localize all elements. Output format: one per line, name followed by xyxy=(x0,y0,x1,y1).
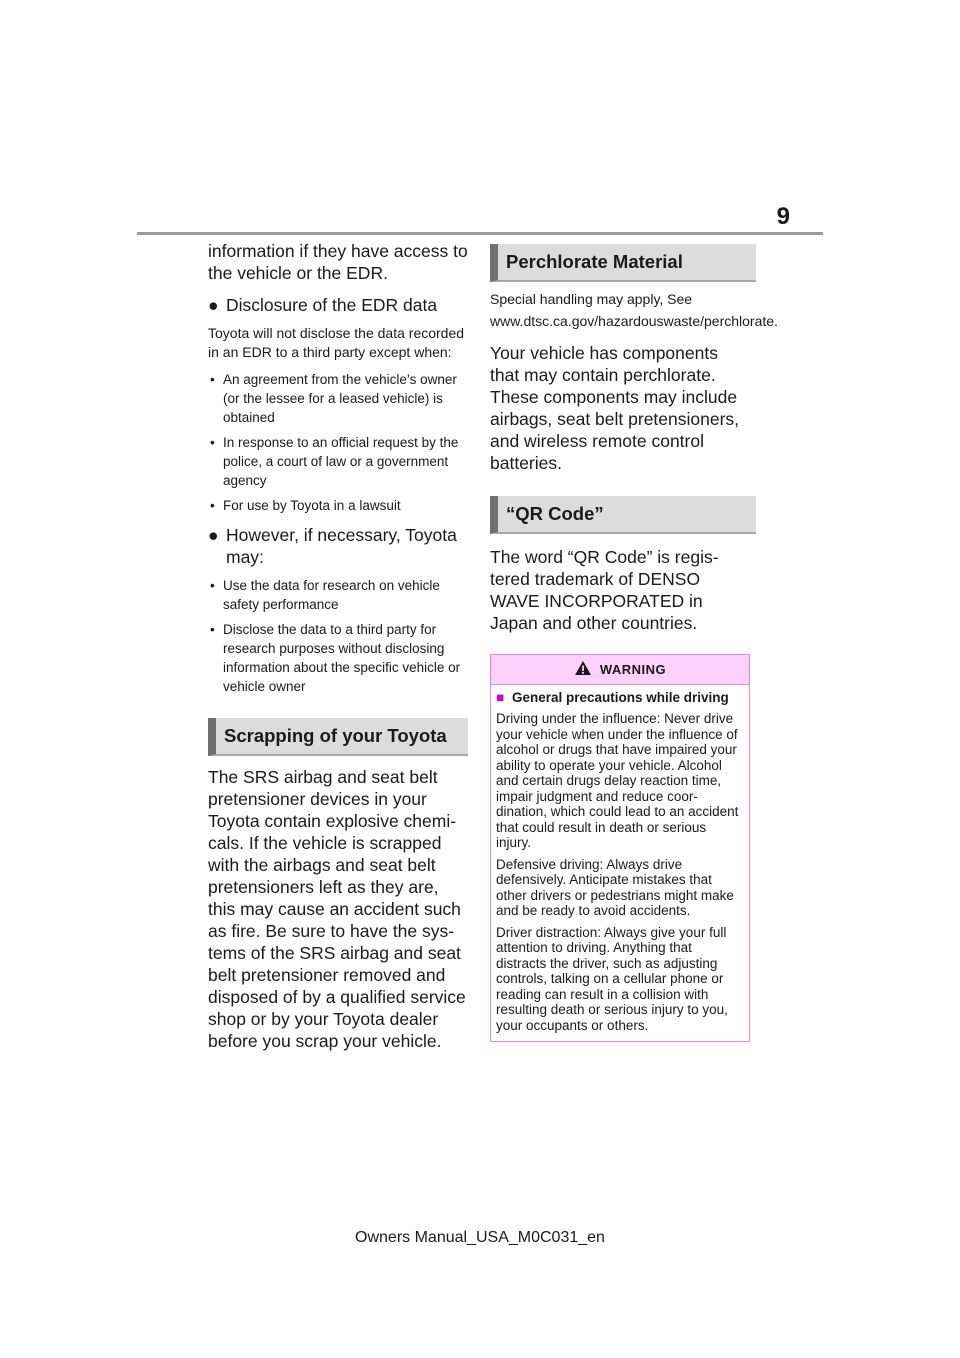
list-item-text: An agreement from the vehicle’s owner (o… xyxy=(223,372,457,425)
list-item: • For use by Toyota in a lawsuit xyxy=(208,496,468,515)
warning-triangle-icon xyxy=(574,660,600,679)
right-column: Perchlorate Material Special handling ma… xyxy=(490,244,778,1042)
left-column: information if they have access to the v… xyxy=(208,240,468,1052)
warning-header: WARNING xyxy=(491,655,749,685)
page-number: 9 xyxy=(776,203,790,230)
bullet-circle-icon: ● xyxy=(208,295,219,315)
disclosure-heading: ● Disclosure of the EDR data xyxy=(208,294,468,316)
list-item: • Use the data for research on vehicle s… xyxy=(208,576,468,614)
however-heading: ● However, if necessary, Toy­ota may: xyxy=(208,524,468,568)
intro-text: information if they have access to the v… xyxy=(208,241,468,283)
list-item: • Disclose the data to a third party for… xyxy=(208,620,468,696)
list-item: • An agreement from the vehicle’s owner … xyxy=(208,370,468,427)
bullet-dot-icon: • xyxy=(210,435,215,450)
warning-box: WARNING ■ General precautions while driv… xyxy=(490,654,750,1042)
list-item-text: For use by Toyota in a lawsuit xyxy=(223,498,401,513)
warning-label: WARNING xyxy=(599,662,667,677)
warning-paragraph: Defensive driving: Always drive defensiv… xyxy=(496,856,734,919)
section-heading-qr-code: “QR Code” xyxy=(490,496,756,534)
header-rule xyxy=(137,232,823,235)
warning-body: ■ General precautions while driving Driv… xyxy=(491,685,749,1041)
section-heading-scrapping: Scrapping of your Toyota xyxy=(208,718,468,756)
section-heading-perchlorate: Perchlorate Material xyxy=(490,244,756,282)
square-bullet-icon: ■ xyxy=(496,690,505,705)
disclosure-heading-text: Disclosure of the EDR data xyxy=(226,295,438,315)
warning-subheading-text: General precautions while driving xyxy=(512,690,729,705)
list-item: • In response to an official request by … xyxy=(208,433,468,490)
perchlorate-note: Special handling may apply, See www.dtsc… xyxy=(490,291,778,329)
list-item-text: Disclose the data to a third party for r… xyxy=(223,622,461,694)
footer-text: Owners Manual_USA_M0C031_en xyxy=(355,1229,605,1246)
warning-paragraph: Driving under the influence: Never drive… xyxy=(496,711,739,850)
list-item-text: Use the data for research on vehicle saf… xyxy=(223,578,440,612)
perchlorate-text: Your vehicle has components that may con… xyxy=(490,343,740,473)
warning-subheading: ■ General precautions while driving xyxy=(496,690,744,705)
however-heading-text: However, if necessary, Toy­ota may: xyxy=(226,525,457,567)
bullet-dot-icon: • xyxy=(210,622,215,637)
scrapping-text: The SRS airbag and seat belt pretensione… xyxy=(208,767,466,1051)
bullet-dot-icon: • xyxy=(210,372,215,387)
list-item-text: In response to an official request by th… xyxy=(223,435,459,488)
warning-paragraph: Driver distraction: Always give your ful… xyxy=(496,924,728,1033)
disclosure-text: Toyota will not disclose the data record… xyxy=(208,325,465,360)
bullet-dot-icon: • xyxy=(210,498,215,513)
qr-text: The word “QR Code” is regis­tered tradem… xyxy=(490,547,719,633)
bullet-dot-icon: • xyxy=(210,578,215,593)
bullet-circle-icon: ● xyxy=(208,525,219,545)
